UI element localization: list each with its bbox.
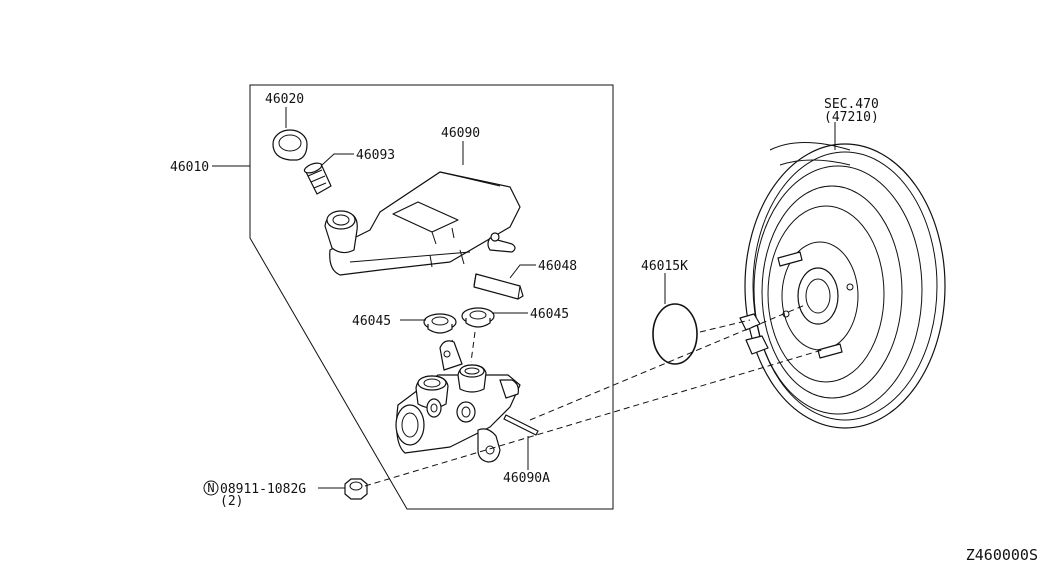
reservoir-cap[interactable]	[272, 129, 308, 161]
label-nut-part: 08911-1082G	[220, 482, 306, 497]
grommet-left-part[interactable]	[423, 313, 457, 334]
label-reservoir: 46090	[441, 126, 480, 141]
leader-strainer	[321, 153, 354, 166]
reservoir-strainer[interactable]	[303, 161, 332, 195]
nut-label-group: N 08911-1082G (2)	[203, 480, 306, 509]
o-ring[interactable]	[652, 303, 698, 365]
reservoir-connector[interactable]	[473, 273, 524, 300]
label-booster-part: (47210)	[824, 110, 879, 125]
label-pin: 46090A	[503, 471, 550, 486]
master-cylinder-body[interactable]	[395, 340, 521, 463]
nut-symbol-circle	[203, 480, 219, 496]
label-grommet-right: 46045	[530, 307, 569, 322]
label-nut-qty: (2)	[220, 494, 243, 509]
label-cap: 46020	[265, 92, 304, 107]
leader-connector	[509, 264, 536, 279]
label-strainer: 46093	[356, 148, 395, 163]
brake-booster[interactable]	[739, 142, 946, 429]
diagram-code: Z460000S	[966, 546, 1038, 564]
grommet-guide-right	[470, 331, 476, 363]
assembly-frame	[249, 84, 614, 510]
label-o-ring: 46015K	[641, 259, 688, 274]
roll-pin[interactable]	[503, 414, 539, 436]
grommet-right-part[interactable]	[461, 307, 495, 328]
flange-nut[interactable]	[344, 478, 368, 500]
reservoir-tank[interactable]	[324, 171, 521, 276]
label-connector: 46048	[538, 259, 577, 274]
nut-symbol: N	[207, 481, 214, 495]
align-line-ring	[699, 319, 751, 333]
label-assembly: 46010	[170, 160, 209, 175]
label-booster-section: SEC.470	[824, 97, 879, 112]
label-grommet-left: 46045	[352, 314, 391, 329]
